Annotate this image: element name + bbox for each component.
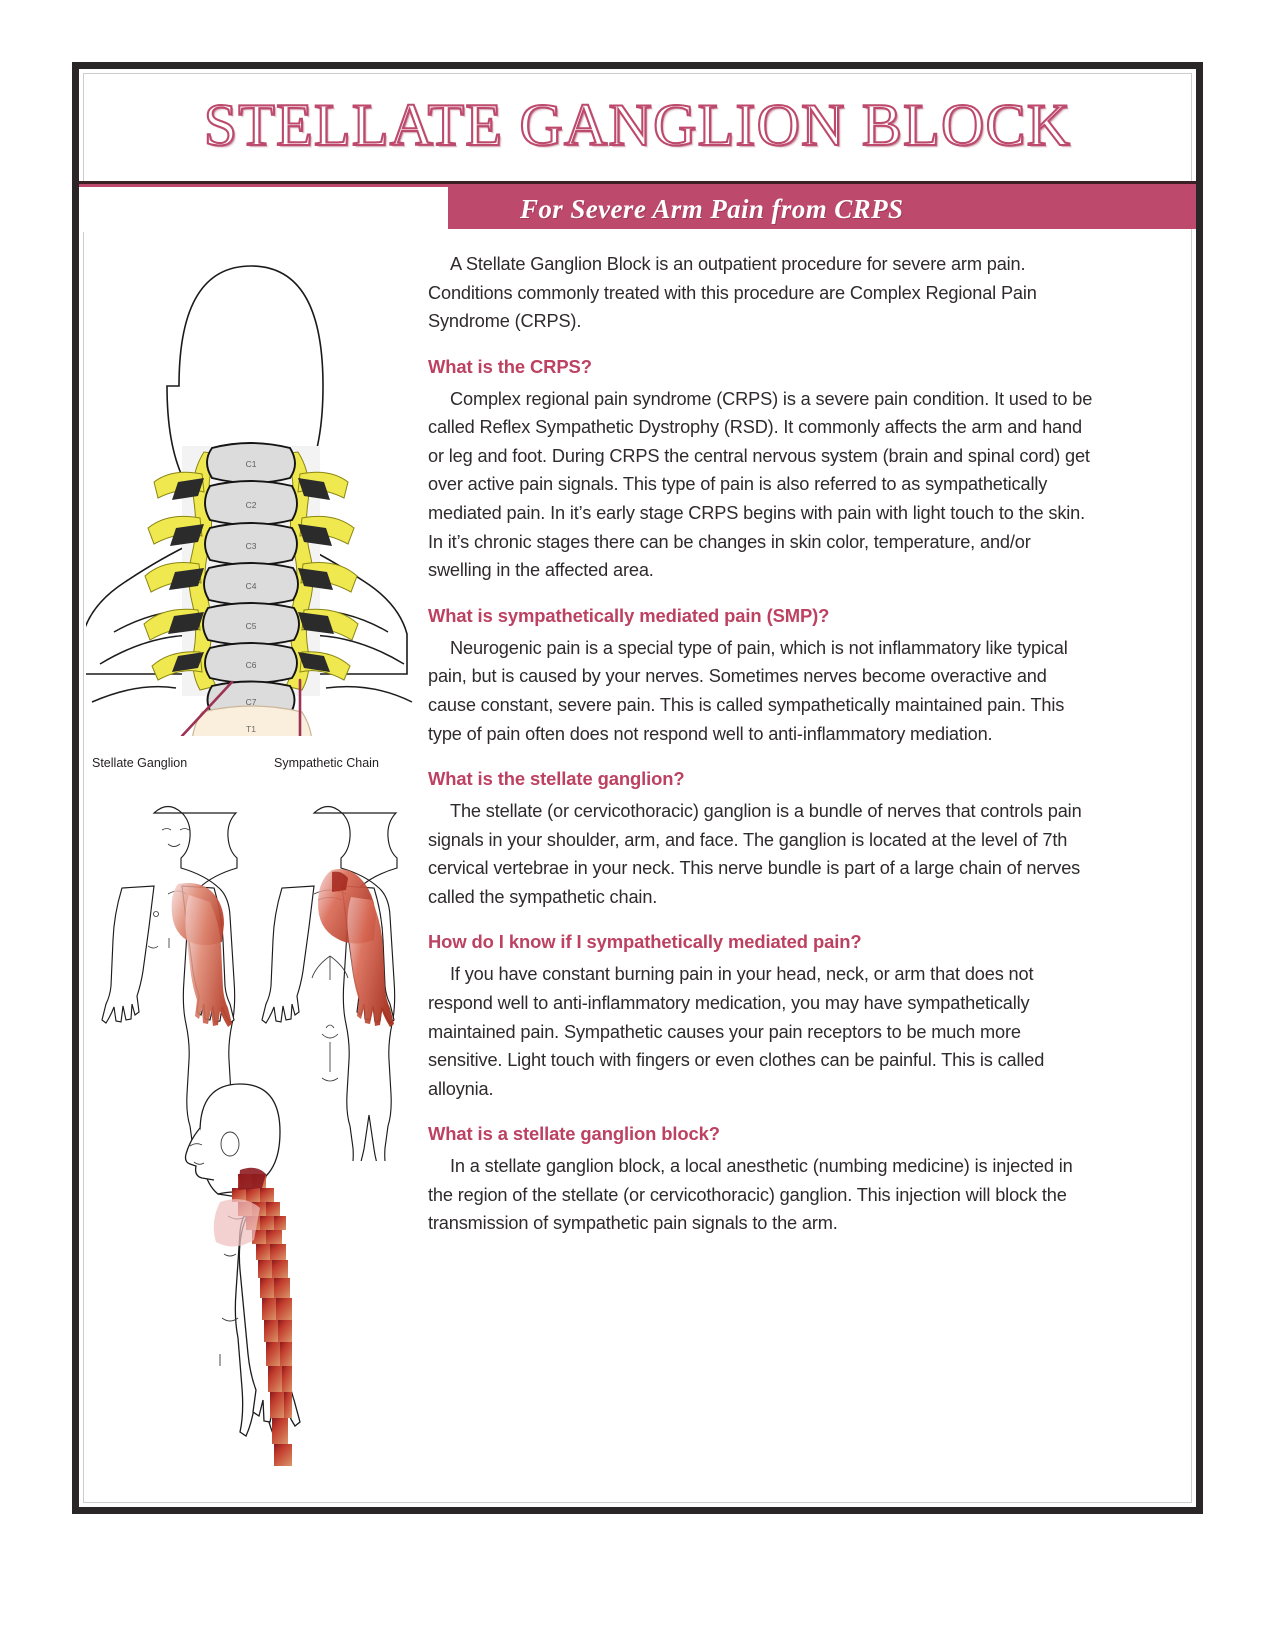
section-body: Complex regional pain syndrome (CRPS) is… [428, 388, 1093, 581]
svg-text:C7: C7 [246, 697, 257, 707]
section-heading: What is sympathetically mediated pain (S… [428, 604, 830, 626]
illustration-column: C1 C2 C3 C4 C5 C6 C7 T1 Stellate Ganglio… [86, 236, 416, 1496]
figure-callout-labels: Stellate Ganglion Sympathetic Chain [86, 756, 416, 778]
section-heading: What is a stellate ganglion block? [428, 1123, 720, 1145]
section-stellate-ganglion: What is the stellate ganglion? The stell… [428, 768, 1096, 911]
pain-distribution-body-diagrams [101, 805, 398, 1161]
svg-text:C3: C3 [246, 541, 257, 551]
section-stellate-ganglion-block: What is a stellate ganglion block? In a … [428, 1123, 1096, 1238]
pain-distribution-lateral-diagram [184, 1083, 301, 1466]
cervical-spine-anatomy-diagram: C1 C2 C3 C4 C5 C6 C7 T1 [86, 265, 413, 736]
svg-text:T1: T1 [246, 724, 256, 734]
title-area: STELLATE GANGLION BLOCK [79, 69, 1196, 181]
page-title: STELLATE GANGLION BLOCK [203, 92, 1072, 158]
section-body: If you have constant burning pain in you… [428, 964, 1045, 1099]
section-heading: How do I know if I sympathetically media… [428, 931, 862, 953]
svg-text:C1: C1 [246, 459, 257, 469]
intro-paragraph: A Stellate Ganglion Block is an outpatie… [428, 254, 1037, 332]
section-body: The stellate (or cervicothoracic) gangli… [428, 801, 1082, 907]
section-crps: What is the CRPS? Complex regional pain … [428, 356, 1096, 585]
svg-text:C6: C6 [246, 660, 257, 670]
svg-text:C2: C2 [246, 500, 257, 510]
subtitle-notch [79, 187, 448, 232]
document-subtitle: For Severe Arm Pain from CRPS [520, 194, 904, 224]
section-heading: What is the stellate ganglion? [428, 768, 685, 790]
label-stellate-ganglion: Stellate Ganglion [92, 756, 188, 770]
section-smp: What is sympathetically mediated pain (S… [428, 605, 1096, 748]
section-body: Neurogenic pain is a special type of pai… [428, 637, 1068, 744]
svg-text:C5: C5 [246, 621, 257, 631]
svg-text:C4: C4 [246, 581, 257, 591]
section-heading: What is the CRPS? [428, 355, 592, 377]
section-body: In a stellate ganglion block, a local an… [428, 1156, 1073, 1234]
subtitle-band: For Severe Arm Pain from CRPS [79, 181, 1196, 232]
section-how-do-i-know: How do I know if I sympathetically media… [428, 931, 1096, 1103]
article-body: A Stellate Ganglion Block is an outpatie… [428, 250, 1096, 1256]
label-sympathetic-chain: Sympathetic Chain [274, 756, 379, 770]
